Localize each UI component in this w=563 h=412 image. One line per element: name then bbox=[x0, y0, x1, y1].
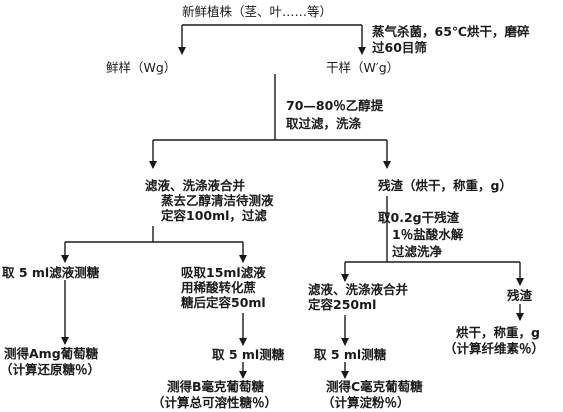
node-filtrate2-volume: 定容250ml bbox=[307, 297, 376, 312]
note-filter-wash: 取过滤，洗涤 bbox=[286, 116, 362, 131]
note-hcl-hydrolysis: 1％盐酸水解 bbox=[392, 227, 464, 242]
node-residue: 残渣（烘干，称重，g） bbox=[378, 178, 512, 193]
node-absorb: 吸取15ml滤液 bbox=[181, 265, 266, 280]
node-plant: 新鲜植株（茎、叶……等） bbox=[182, 4, 332, 19]
node-result-b: 测得B毫克葡萄糖 bbox=[167, 379, 265, 394]
node-fiber-calc: （计算纤维素％） bbox=[444, 341, 544, 356]
node-labels: 新鲜植株（茎、叶……等） 鲜样（Wg） 干样（W′g） 蒸气杀菌，65℃烘干，磨… bbox=[0, 4, 544, 410]
note-sieve: 过60目筛 bbox=[372, 40, 427, 55]
node-absorb-volume: 糖后定容50ml bbox=[181, 295, 266, 310]
node-filtrate-evaporate: 蒸去乙醇清洁待测液 bbox=[161, 193, 274, 208]
node-take5-left: 取 5 ml滤液测糖 bbox=[2, 265, 100, 280]
node-fresh-sample: 鲜样（Wg） bbox=[106, 60, 176, 75]
node-residue2: 残渣 bbox=[507, 288, 533, 303]
node-filtrate-combined: 滤液、洗涤液合并 bbox=[145, 178, 246, 193]
node-absorb-acid: 用稀酸转化蔗 bbox=[180, 280, 257, 295]
node-result-c: 测得C毫克葡萄糖 bbox=[326, 379, 423, 394]
node-dry-sample: 干样（W′g） bbox=[326, 60, 399, 75]
node-result-b-calc: （计算总可溶性糖％） bbox=[152, 395, 277, 410]
note-steam-sterilize: 蒸气杀菌，65℃烘干，磨碎 bbox=[372, 24, 530, 39]
note-take-residue: 取0.2g干残渣 bbox=[378, 210, 460, 225]
node-filtrate2-combined: 滤液、洗涤液合并 bbox=[308, 282, 409, 297]
node-take5-mid: 取 5 ml测糖 bbox=[212, 347, 285, 362]
node-take5-right: 取 5 ml测糖 bbox=[314, 347, 387, 362]
note-ethanol: 70—80％乙醇提 bbox=[286, 98, 384, 113]
node-result-a-calc: （计算还原糖％） bbox=[0, 362, 100, 377]
node-filtrate-volume: 定容100ml，过滤 bbox=[160, 208, 267, 223]
note-filter-clean: 过滤洗净 bbox=[392, 244, 443, 259]
connector-lines bbox=[61, 24, 524, 379]
node-result-c-calc: （计算淀粉％） bbox=[322, 395, 410, 410]
node-fiber-weigh: 烘干，称重，g bbox=[456, 325, 540, 340]
node-result-a: 测得Amg葡萄糖 bbox=[4, 346, 99, 361]
